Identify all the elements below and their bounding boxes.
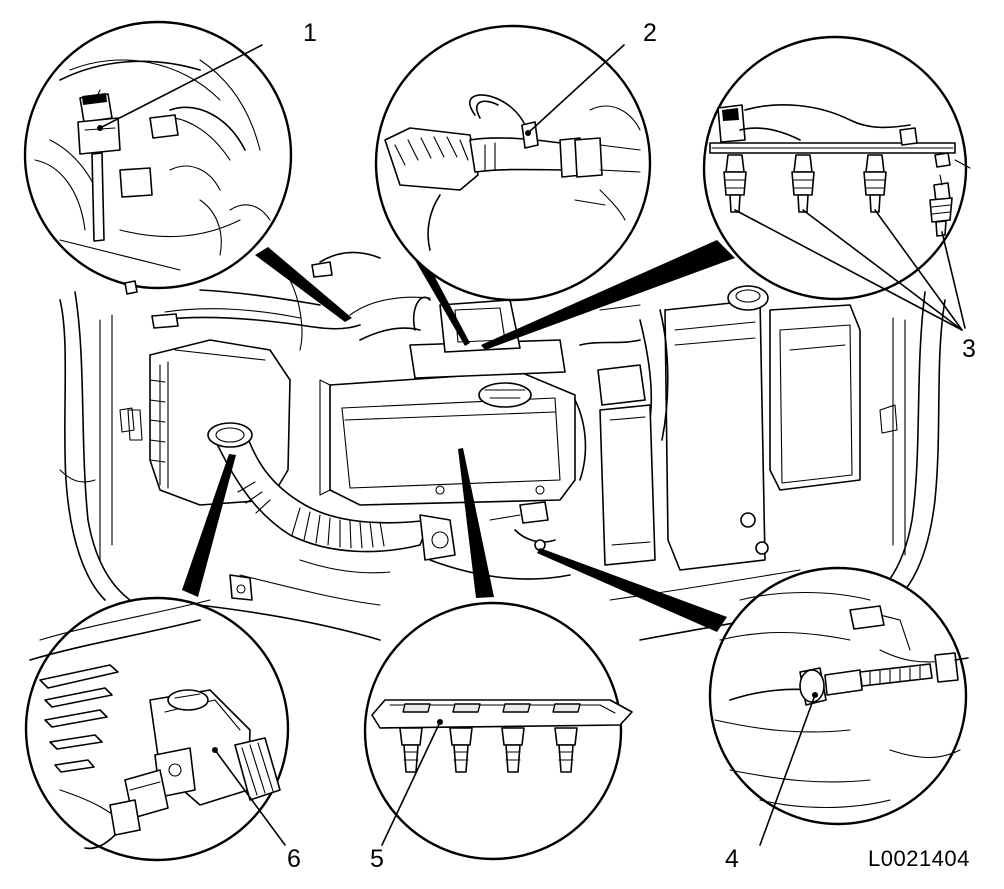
injector-1 xyxy=(723,154,747,213)
engine-bay-main-view xyxy=(59,251,946,641)
injector-4 xyxy=(929,174,953,237)
callout-3: 3 xyxy=(962,335,976,363)
callout-5: 5 xyxy=(370,845,384,873)
detail-circle-1 xyxy=(23,20,293,295)
detail-circle-5 xyxy=(363,601,633,861)
coil-boot-4 xyxy=(554,727,578,773)
coil-boot-2 xyxy=(449,727,473,773)
callout-1: 1 xyxy=(303,19,317,47)
coil-boot-3 xyxy=(501,727,525,773)
detail-circle-4 xyxy=(708,566,969,846)
reference-code: L0021404 xyxy=(868,846,970,871)
callout-labels: 1 2 3 4 5 6 xyxy=(287,19,976,873)
callout-6: 6 xyxy=(287,845,301,873)
injector-2 xyxy=(791,154,815,213)
callout-4: 4 xyxy=(725,845,739,873)
injector-3 xyxy=(863,154,887,213)
callout-2: 2 xyxy=(643,19,657,47)
callout-wedges xyxy=(182,240,735,632)
coil-boot-1 xyxy=(399,727,423,773)
detail-circle-3 xyxy=(702,35,971,331)
detail-circle-6 xyxy=(24,596,290,862)
detail-circle-2 xyxy=(374,24,652,302)
